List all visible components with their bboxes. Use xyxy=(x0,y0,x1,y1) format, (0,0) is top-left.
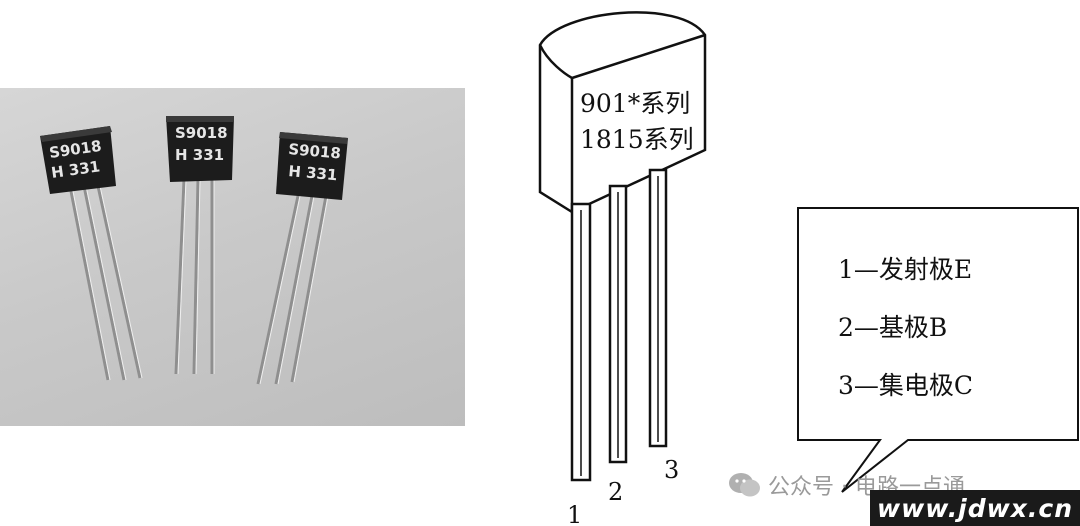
package-body xyxy=(538,11,707,214)
transistor-3-label-line2: H 331 xyxy=(288,162,338,184)
transistor-photo-drawing: S9018 H 331 S9018 H 331 S9018 xyxy=(40,116,348,385)
body-label-line2: 1815系列 xyxy=(580,125,694,154)
legend-item-base: 2—基极B xyxy=(838,313,947,342)
site-badge: www.jdwx.cn xyxy=(870,490,1080,526)
legend-item-collector: 3—集电极C xyxy=(838,371,973,400)
transistor-2: S9018 H 331 xyxy=(166,116,234,375)
transistor-1: S9018 H 331 xyxy=(40,126,143,381)
legend-item-emitter: 1—发射极E xyxy=(838,255,972,284)
transistor-2-label-line1: S9018 xyxy=(175,124,228,142)
pin-3-number: 3 xyxy=(664,456,679,484)
legend-callout xyxy=(797,207,1079,493)
transistor-photo: S9018 H 331 S9018 H 331 S9018 xyxy=(0,88,465,426)
pin-1-number: 1 xyxy=(567,501,582,526)
transistor-3: S9018 H 331 xyxy=(256,132,348,385)
body-label-line1: 901*系列 xyxy=(580,89,690,118)
transistor-2-label-line2: H 331 xyxy=(175,146,224,164)
transistor-3-label-line1: S9018 xyxy=(288,140,342,163)
pin-2-number: 2 xyxy=(608,478,623,506)
wechat-icon xyxy=(729,473,760,497)
watermark: 公众号 · 电路一点通 xyxy=(728,468,965,502)
pins xyxy=(570,168,668,482)
